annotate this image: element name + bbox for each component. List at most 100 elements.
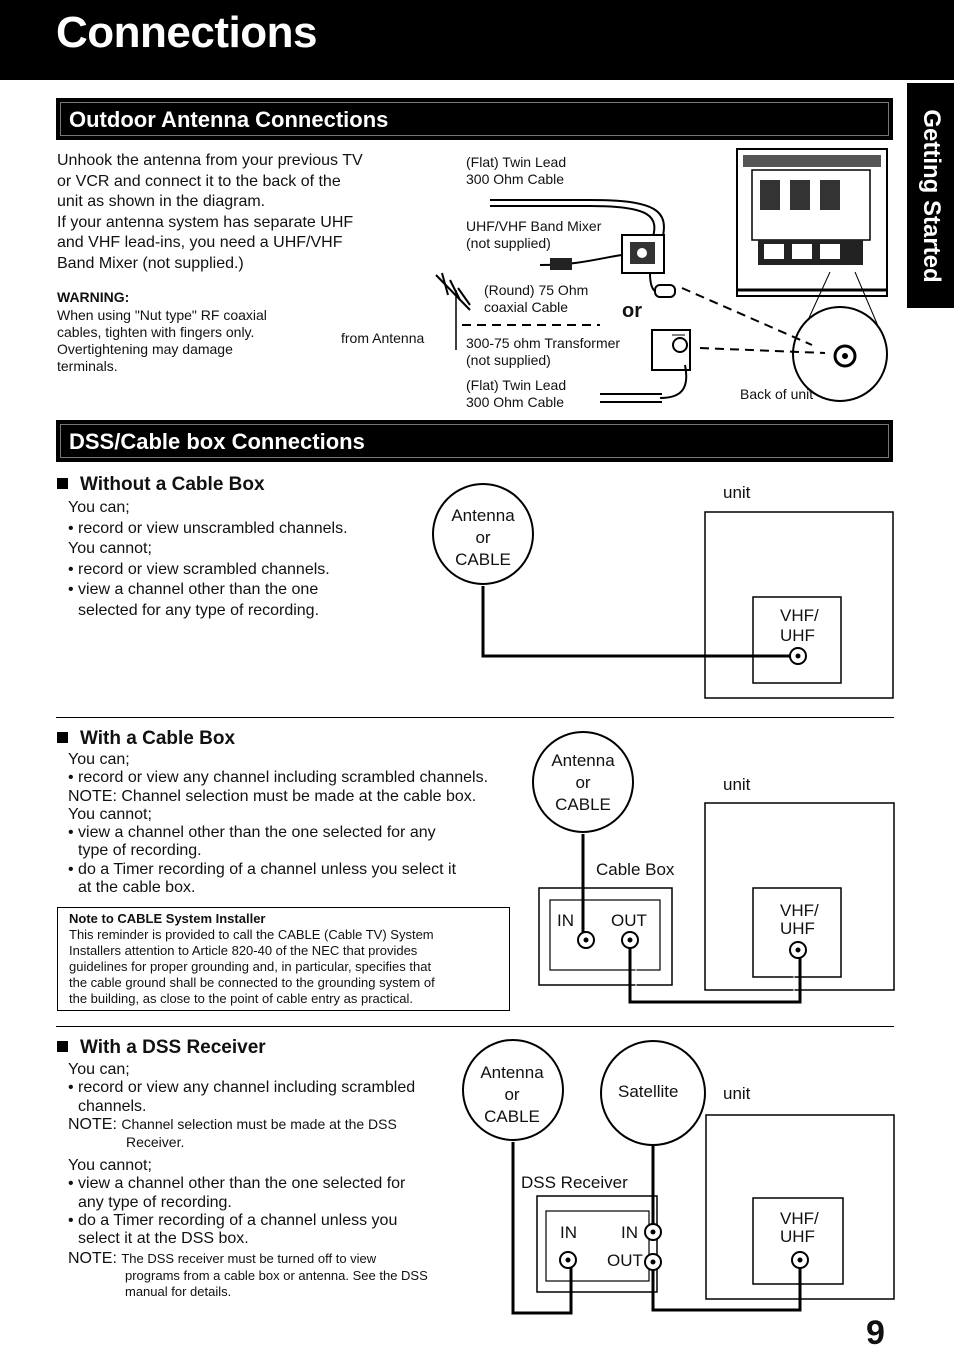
dss-receiver-box — [536, 1195, 658, 1293]
bullet-square-icon — [57, 732, 68, 743]
outdoor-antenna-heading: Outdoor Antenna Connections — [56, 98, 893, 140]
label-line: VHF/ — [780, 606, 819, 625]
paragraph-line: and VHF lead-ins, you need a UHF/VHF — [57, 234, 343, 251]
band-mixer-icon — [621, 234, 665, 274]
outdoor-antenna-diagram — [435, 148, 888, 403]
note-line: Channel selection must be made at the DS… — [121, 1116, 397, 1132]
side-tab-label: Getting Started — [917, 108, 945, 283]
text-line: You cannot; — [68, 1157, 152, 1174]
paragraph-line: If your antenna system has separate UHF — [57, 213, 354, 231]
antenna-cable-circle — [462, 1039, 564, 1141]
dss-receiver-label: DSS Receiver — [521, 1173, 628, 1192]
text-line: • do a Timer recording of a channel unle… — [68, 860, 457, 878]
antenna-cable-circle — [432, 483, 534, 585]
antenna-icon — [435, 272, 471, 350]
label-line: 300 Ohm Cable — [466, 394, 565, 410]
label-line: (not supplied) — [466, 352, 551, 368]
paragraph-line: unit as shown in the diagram. — [57, 193, 266, 210]
with-cable-box-text: You can; • record or view any channel in… — [68, 751, 488, 897]
with-dss-receiver-diagram — [462, 1039, 895, 1315]
text-line: You cannot; — [68, 540, 152, 557]
warning-text: When using "Nut type" RF coaxial cables,… — [57, 307, 267, 375]
bullet-square-icon — [57, 1041, 68, 1052]
text-line: • record or view unscrambled channels. — [68, 519, 348, 537]
label-line: (Round) 75 Ohm — [484, 282, 589, 298]
or-label: or — [622, 300, 642, 322]
vhf-uhf-label: VHF/ UHF — [780, 1210, 819, 1246]
label-line: 300 Ohm Cable — [466, 171, 565, 187]
note-line: manual for details. — [125, 1284, 232, 1299]
without-cable-box-diagram — [432, 483, 894, 699]
text-line: type of recording. — [78, 842, 202, 860]
text-line: • record or view any channel including s… — [68, 769, 489, 787]
note-line: The DSS receiver must be turned off to v… — [121, 1251, 377, 1266]
vhf-uhf-port-box — [752, 596, 842, 684]
dss-note-2: NOTE: The DSS receiver must be turned of… — [68, 1250, 428, 1300]
label-line: (Flat) Twin Lead — [466, 377, 567, 393]
flat-twin-lead-bottom-label: (Flat) Twin Lead 300 Ohm Cable — [466, 377, 566, 411]
divider — [56, 1026, 894, 1027]
text-line: • record or view scrambled channels. — [68, 560, 330, 578]
from-antenna-label: from Antenna — [341, 330, 425, 346]
note-title: Note to CABLE System Installer — [69, 911, 266, 926]
text-line: • view a channel other than the one — [68, 581, 319, 598]
subsection-title: With a DSS Receiver — [80, 1037, 266, 1058]
antenna-cable-circle — [532, 731, 634, 833]
note-prefix: NOTE: — [68, 1116, 122, 1133]
installer-note-box: Note to CABLE System Installer This remi… — [57, 907, 510, 1011]
warning-line: When using "Nut type" RF coaxial — [57, 307, 267, 323]
label-line: (Flat) Twin Lead — [466, 154, 567, 170]
dss-note-1: NOTE: Channel selection must be made at … — [68, 1116, 397, 1151]
note-line: Receiver. — [126, 1134, 185, 1150]
text-line: You cannot; — [68, 805, 152, 823]
unit-box — [704, 511, 894, 699]
band-mixer-label: UHF/VHF Band Mixer (not supplied) — [466, 218, 601, 252]
paragraph-line: Unhook the antenna from your previous TV — [57, 152, 363, 169]
warning-line: terminals. — [57, 358, 118, 374]
label-line: UHF/VHF Band Mixer — [466, 218, 602, 234]
flat-twin-lead-top-label: (Flat) Twin Lead 300 Ohm Cable — [466, 154, 566, 188]
subsection-title: Without a Cable Box — [80, 474, 265, 495]
label-line: Antenna — [480, 1063, 544, 1082]
text-line: You can; — [68, 499, 130, 516]
label-line: or — [475, 528, 491, 547]
vhf-uhf-label: VHF/ UHF — [780, 606, 819, 646]
paragraph-line: Band Mixer (not supplied.) — [57, 254, 244, 272]
header-bar — [0, 0, 954, 80]
warning-line: Overtightening may damage — [57, 341, 233, 357]
back-of-unit-label: Back of unit — [740, 386, 814, 402]
subsection-title: With a Cable Box — [80, 728, 236, 749]
label-line: UHF — [780, 919, 815, 938]
source-label: Antenna or CABLE — [433, 505, 533, 571]
text-line: You can; — [68, 1061, 130, 1078]
label-line: Antenna — [451, 506, 515, 525]
warning-line: cables, tighten with fingers only. — [57, 324, 255, 340]
warning-title: WARNING: — [57, 289, 130, 305]
label-line: coaxial Cable — [484, 299, 569, 315]
text-line: select it at the DSS box. — [78, 1230, 249, 1248]
cable-box — [538, 887, 673, 986]
in-label: IN — [557, 911, 574, 930]
note-prefix: NOTE: — [68, 1250, 122, 1267]
source-label: Antenna or CABLE — [462, 1062, 562, 1128]
text-line: NOTE: Channel selection must be made at … — [68, 787, 477, 805]
page-number: 9 — [866, 1314, 885, 1352]
label-line: VHF/ — [780, 1209, 819, 1228]
label-line: or — [504, 1085, 520, 1104]
side-tab: Getting Started — [907, 83, 954, 308]
note-line: the cable ground shall be connected to t… — [69, 975, 435, 990]
divider — [56, 717, 894, 718]
transformer-icon — [651, 329, 691, 371]
out-label: OUT — [611, 911, 647, 930]
note-line: This reminder is provided to call the CA… — [69, 927, 434, 942]
unit-label: unit — [723, 775, 751, 794]
label-line: UHF — [780, 1227, 815, 1246]
text-line: channels. — [78, 1097, 147, 1115]
text-line: selected for any type of recording. — [78, 601, 320, 619]
label-line: (not supplied) — [466, 235, 551, 251]
note-line: guidelines for proper grounding and, in … — [69, 959, 432, 974]
with-dss-receiver-title: With a DSS Receiver — [57, 1037, 266, 1059]
transformer-label: 300-75 ohm Transformer (not supplied) — [466, 335, 620, 369]
label-line: CABLE — [555, 795, 611, 814]
unit-label: unit — [723, 1084, 751, 1103]
